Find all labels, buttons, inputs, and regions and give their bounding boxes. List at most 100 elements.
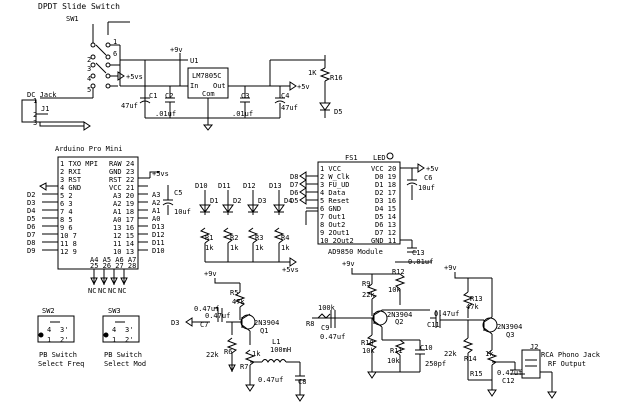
svg-text:D4: D4	[27, 207, 35, 215]
svg-text:2: 2	[33, 111, 37, 119]
arduino-label: Arduino Pro Mini	[55, 145, 122, 153]
svg-text:NC: NC	[88, 287, 96, 295]
svg-text:D4 15: D4 15	[375, 205, 396, 213]
svg-text:NC: NC	[98, 287, 106, 295]
svg-text:C13: C13	[412, 249, 425, 257]
svg-text:1k: 1k	[205, 244, 214, 252]
svg-text:6: 6	[113, 50, 117, 58]
svg-text:4: 4	[47, 326, 51, 334]
svg-text:1k: 1k	[485, 350, 494, 358]
svg-text:A2: A2	[152, 199, 160, 207]
svg-text:R13: R13	[470, 295, 483, 303]
svg-text:1k: 1k	[230, 244, 239, 252]
svg-text:C4: C4	[281, 92, 289, 100]
fs1-label: FS1	[345, 154, 358, 162]
svg-text:D9: D9	[27, 247, 35, 255]
r13-resistor	[462, 291, 474, 308]
dc-jack-label: DC Jack	[27, 91, 57, 99]
svg-text:Com: Com	[202, 90, 215, 98]
svg-text:1K: 1K	[308, 69, 317, 77]
net-arrow	[185, 317, 193, 327]
svg-text:Q3: Q3	[506, 331, 514, 339]
svg-text:D13: D13	[269, 182, 282, 190]
svg-text:D4: D4	[284, 197, 292, 205]
svg-text:100mH: 100mH	[270, 346, 291, 354]
r10-resistor	[366, 334, 378, 351]
svg-text:D7: D7	[27, 231, 35, 239]
svg-text:D11: D11	[218, 182, 231, 190]
svg-text:NC: NC	[118, 287, 126, 295]
svg-text:R9: R9	[362, 280, 370, 288]
svg-text:D2 17: D2 17	[375, 189, 396, 197]
svg-text:2': 2'	[125, 336, 133, 344]
svg-text:5 Reset: 5 Reset	[320, 197, 350, 205]
svg-text:SW3: SW3	[108, 307, 121, 315]
module-led-icon	[386, 152, 394, 160]
net-arrow	[117, 71, 125, 81]
gnd-icon	[367, 371, 377, 379]
svg-text:1: 1	[47, 336, 51, 344]
svg-text:9 6: 9 6	[60, 224, 73, 232]
svg-text:D7 12: D7 12	[375, 229, 396, 237]
svg-text:4 Data: 4 Data	[320, 189, 345, 197]
svg-text:D12: D12	[243, 182, 256, 190]
svg-text:C2: C2	[165, 92, 173, 100]
svg-text:R7: R7	[240, 363, 248, 371]
svg-text:1: 1	[33, 97, 37, 105]
svg-text:D8: D8	[27, 239, 35, 247]
svg-text:1 VCC: 1 VCC	[320, 165, 341, 173]
svg-text:D3: D3	[27, 199, 35, 207]
svg-text:C5: C5	[174, 189, 182, 197]
svg-text:C9: C9	[321, 324, 329, 332]
r9-resistor	[366, 283, 378, 300]
r14-resistor	[462, 337, 474, 354]
svg-text:D10: D10	[195, 182, 208, 190]
gnd-icon	[228, 364, 236, 373]
select-mod-label: Select Mod	[104, 360, 146, 368]
svg-text:1: 1	[113, 38, 117, 46]
svg-text:10 7: 10 7	[60, 232, 77, 240]
r16-resistor	[319, 67, 331, 82]
net-arrow	[83, 121, 91, 131]
svg-text:D3 16: D3 16	[375, 197, 396, 205]
svg-text:2N3904: 2N3904	[254, 319, 279, 327]
svg-text:LED: LED	[373, 154, 386, 162]
u1-label: U1	[190, 57, 198, 65]
svg-text:1 TXO MPI: 1 TXO MPI	[60, 160, 98, 168]
svg-text:A0: A0	[152, 215, 160, 223]
arduino-pro-mini	[57, 156, 139, 270]
q1-transistor	[240, 314, 256, 330]
svg-text:R15: R15	[470, 370, 483, 378]
svg-text:D10: D10	[152, 247, 165, 255]
svg-text:2 W_Clk: 2 W_Clk	[320, 173, 350, 181]
j2-label: J2	[530, 343, 538, 351]
svg-text:.01uf: .01uf	[232, 110, 253, 118]
svg-text:D0 19: D0 19	[375, 173, 396, 181]
svg-text:1k: 1k	[252, 350, 261, 358]
svg-text:R12: R12	[392, 268, 405, 276]
q2-transistor	[372, 310, 388, 326]
svg-text:SW2: SW2	[42, 307, 55, 315]
svg-text:C8: C8	[298, 378, 306, 386]
svg-text:22k: 22k	[206, 351, 219, 359]
dc-jack	[21, 99, 37, 123]
svg-text:100k: 100k	[318, 304, 336, 312]
svg-text:R4: R4	[281, 234, 289, 242]
svg-text:D5: D5	[27, 215, 35, 223]
svg-text:C10: C10	[420, 344, 433, 352]
svg-text:5: 5	[87, 86, 91, 94]
svg-text:3': 3'	[60, 326, 68, 334]
svg-text:+9v: +9v	[444, 264, 457, 272]
svg-text:LM7805C: LM7805C	[192, 72, 222, 80]
svg-text:0.47uf: 0.47uf	[194, 305, 219, 313]
svg-text:2 RXI: 2 RXI	[60, 168, 81, 176]
c6-capacitor	[406, 182, 418, 186]
svg-text:D8: D8	[290, 173, 298, 181]
svg-text:C11: C11	[427, 321, 440, 329]
arduino-right-nets	[138, 185, 148, 251]
arduino-left-nets	[42, 185, 58, 251]
svg-text:2N3904: 2N3904	[497, 323, 522, 331]
svg-text:4: 4	[112, 326, 116, 334]
svg-text:D6: D6	[27, 223, 35, 231]
